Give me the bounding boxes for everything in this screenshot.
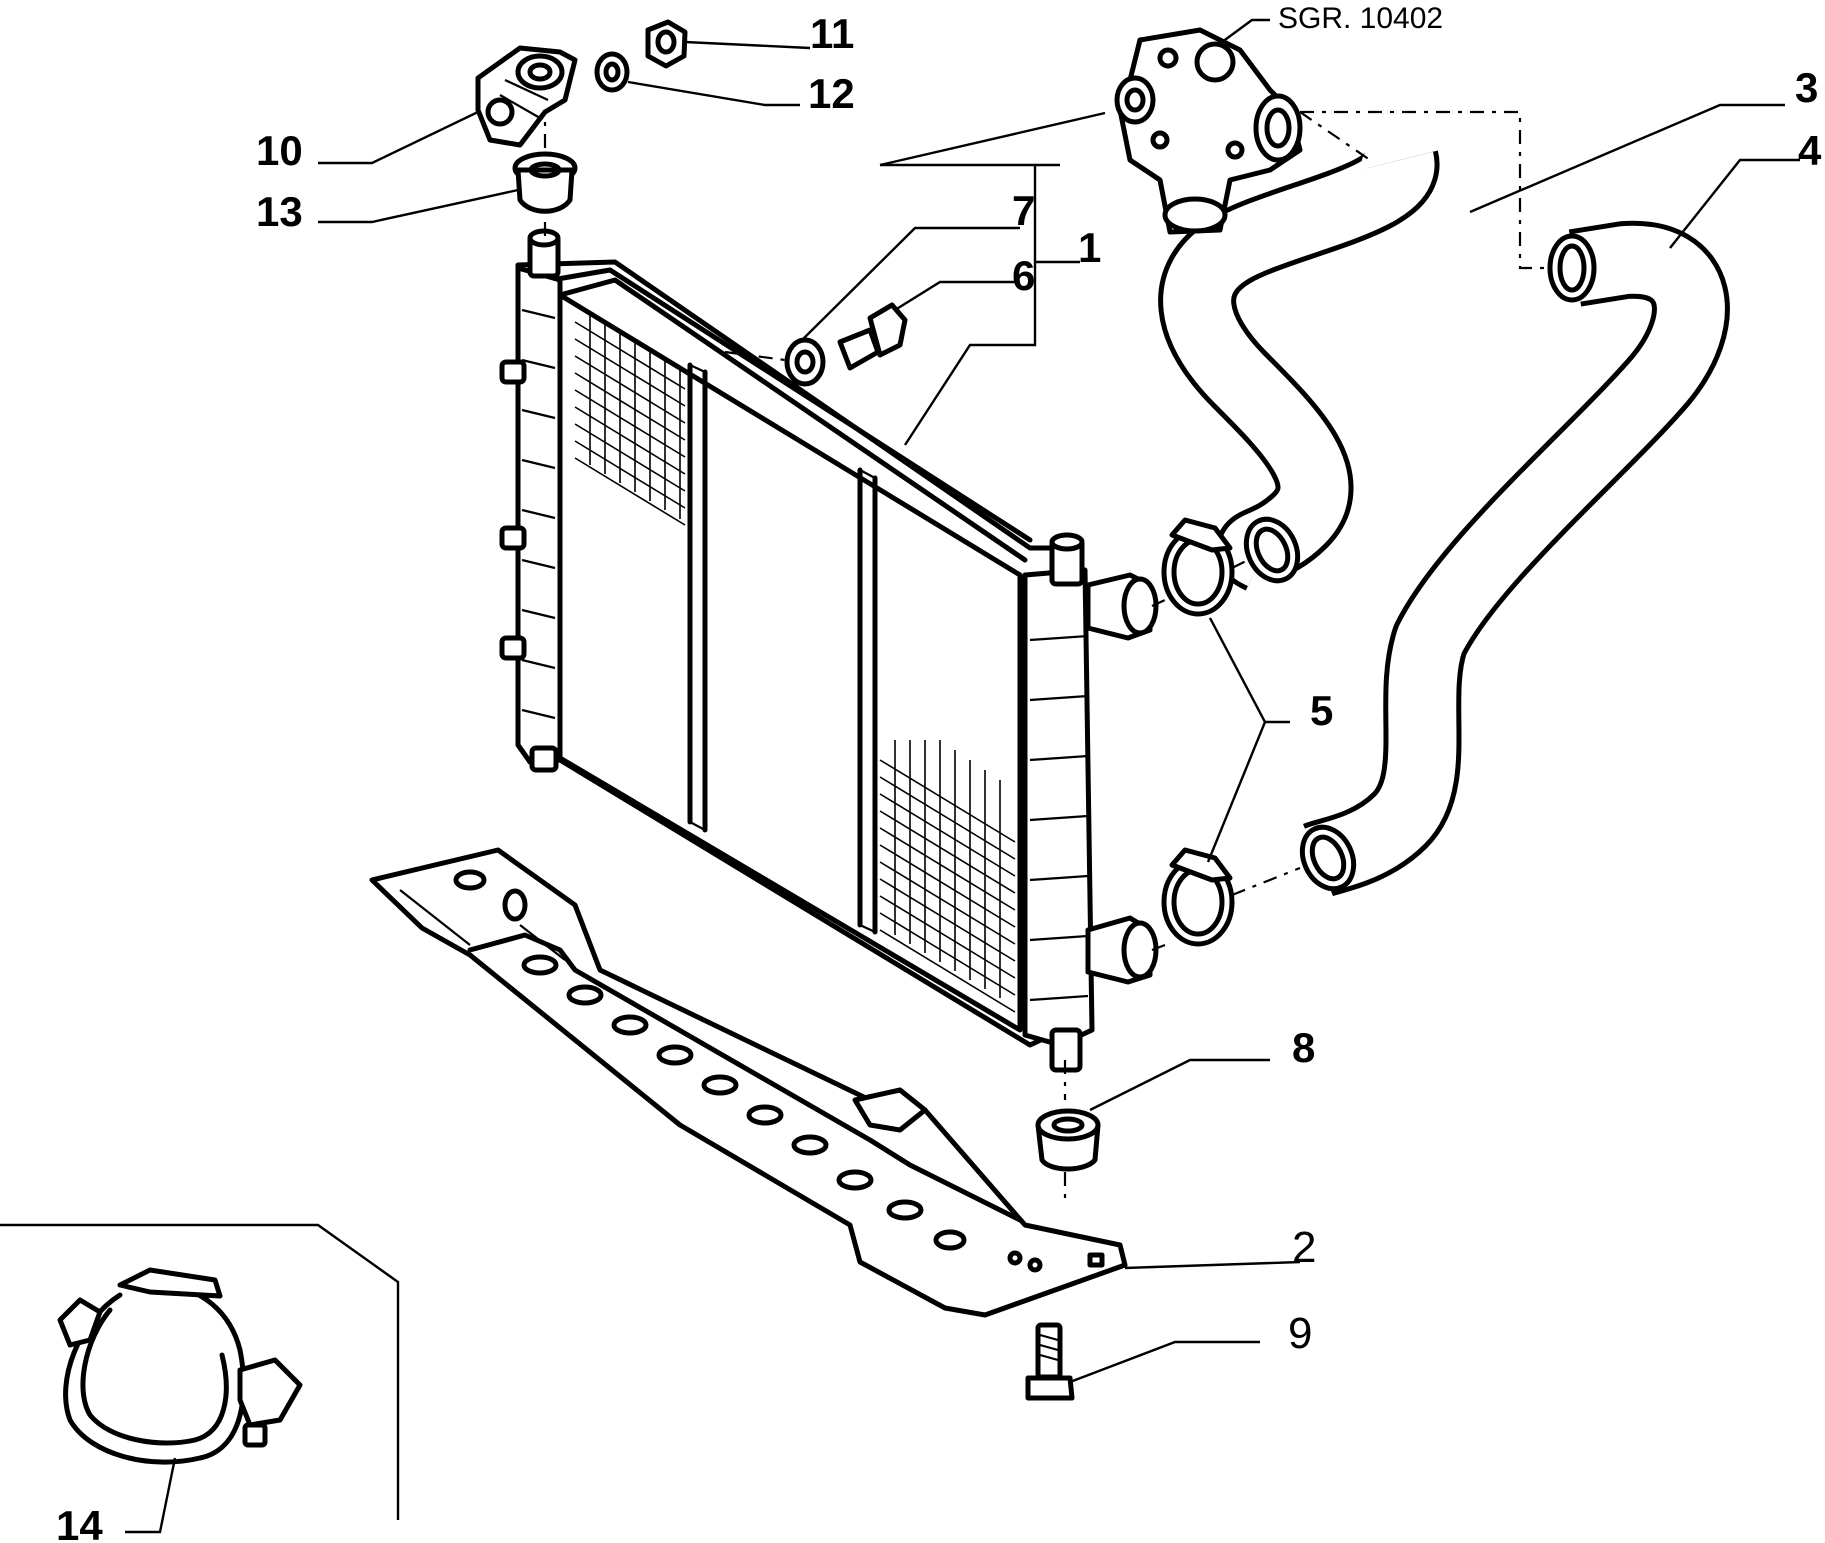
callout-14: 14 xyxy=(56,1502,103,1543)
radiator xyxy=(499,228,1159,1073)
seal-washer-7 xyxy=(784,337,826,387)
hose-clip-14 xyxy=(57,1267,303,1465)
callout-5: 5 xyxy=(1310,687,1333,734)
callout-8: 8 xyxy=(1292,1024,1315,1071)
callout-1: 1 xyxy=(1078,224,1101,271)
reference-code: SGR. 10402 xyxy=(1278,2,1443,35)
leader-lines xyxy=(0,18,1800,1534)
hose-clamp-lower xyxy=(1161,847,1235,947)
rubber-bushing-top xyxy=(512,151,578,214)
rubber-bushing-bottom xyxy=(1035,1108,1101,1172)
washer-12 xyxy=(594,51,630,93)
callout-3: 3 xyxy=(1795,64,1818,111)
hose-upper xyxy=(1158,149,1440,591)
callout-2: 2 xyxy=(1292,1223,1316,1272)
callout-4: 4 xyxy=(1798,127,1822,174)
callout-13: 13 xyxy=(256,188,303,235)
thermostat-housing xyxy=(1114,27,1303,235)
hose-lower xyxy=(1299,220,1730,897)
bolt-9 xyxy=(1025,1322,1075,1401)
callout-11: 11 xyxy=(810,10,854,57)
nut-11 xyxy=(645,19,688,69)
dashed-guides xyxy=(543,110,1550,1205)
callout-labels: 1 2 3 4 5 6 7 8 9 10 11 12 13 14 SGR. 10… xyxy=(56,2,1822,1543)
callout-9: 9 xyxy=(1288,1309,1312,1358)
hose-clamp-upper xyxy=(1161,517,1235,617)
drain-plug-6 xyxy=(837,302,908,371)
mounting-bracket xyxy=(475,45,578,148)
callout-6: 6 xyxy=(1012,252,1035,299)
lower-cross-member xyxy=(369,847,1128,1318)
callout-12: 12 xyxy=(808,70,855,117)
callout-7: 7 xyxy=(1012,187,1035,234)
callout-10: 10 xyxy=(256,127,303,174)
